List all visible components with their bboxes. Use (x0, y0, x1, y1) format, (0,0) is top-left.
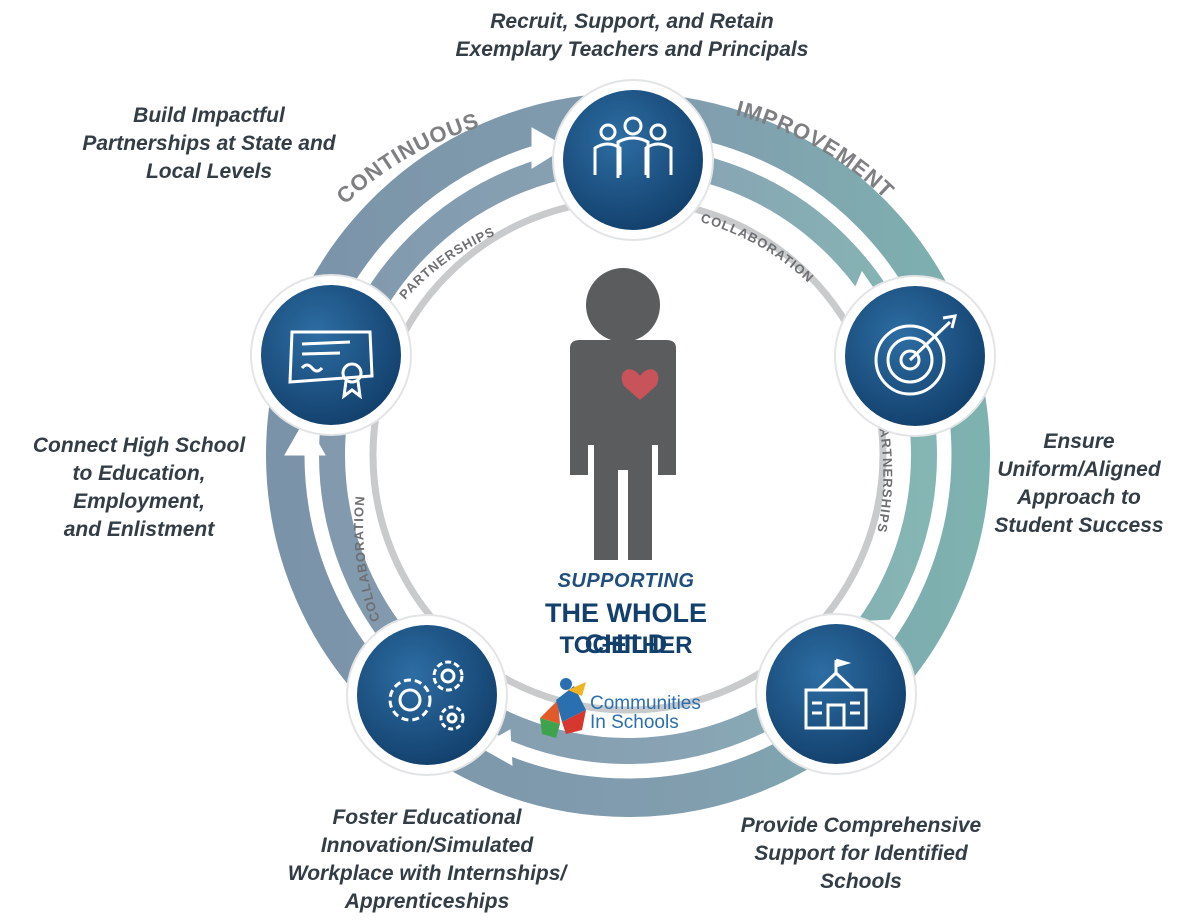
label-target: Ensure Uniform/Aligned Approach to Stude… (984, 428, 1174, 540)
label-partnerships: Build Impactful Partnerships at State an… (64, 102, 354, 186)
logo-text-line1: Communities (590, 693, 701, 714)
node-school (755, 613, 917, 775)
label-target-line: Approach to (1017, 486, 1141, 509)
heart-icon (621, 369, 659, 400)
gears-icon (388, 660, 465, 731)
certificate-icon (288, 330, 374, 400)
label-gears-line: Apprenticeships (344, 890, 510, 913)
label-school-line: Provide Comprehensive (740, 814, 982, 837)
label-teachers: Recruit, Support, and Retain Exemplary T… (432, 8, 832, 64)
node-teachers (552, 79, 714, 241)
label-certificate: Connect High School to Education, Employ… (14, 432, 264, 544)
arrow-head-top (531, 127, 567, 169)
label-target-line: Uniform/Aligned (997, 458, 1161, 481)
logo-text-line2: In Schools (590, 712, 679, 733)
label-partnerships-line: Build Impactful (133, 104, 285, 127)
label-gears-line: Workplace with Internships/ (287, 862, 567, 885)
label-certificate-line: Employment, (73, 490, 205, 513)
people-icon (593, 116, 673, 178)
label-partnerships-line: Partnerships at State and (82, 132, 336, 155)
person-figure (570, 268, 676, 560)
inner-label-partnerships-right: PARTNERSHIPS (874, 418, 895, 535)
label-teachers-line: Recruit, Support, and Retain (490, 10, 774, 33)
label-school: Provide Comprehensive Support for Identi… (716, 812, 1006, 896)
label-partnerships-line: Local Levels (145, 160, 273, 183)
communities-in-schools-logo-mark (540, 678, 586, 738)
label-teachers-line: Exemplary Teachers and Principals (455, 38, 809, 61)
label-certificate-line: to Education, (72, 462, 206, 485)
node-gears (346, 614, 508, 776)
label-target-line: Student Success (994, 514, 1164, 537)
label-gears-line: Foster Educational (332, 806, 522, 829)
label-target-line: Ensure (1043, 430, 1115, 453)
arrow-head-left (284, 418, 326, 456)
center-title-line1: SUPPORTING (557, 570, 695, 592)
center-title-line3: TOGETHER (559, 632, 693, 659)
label-gears-line: Innovation/Simulated (320, 834, 534, 857)
center-title-line2: THE WHOLE CHILD (545, 598, 707, 659)
label-certificate-line: Connect High School (32, 434, 246, 457)
target-arrow-icon (874, 314, 958, 396)
label-certificate-line: and Enlistment (63, 518, 215, 541)
node-certificate (250, 274, 412, 436)
school-building-icon (804, 658, 868, 730)
label-school-line: Schools (820, 870, 902, 893)
label-gears: Foster Educational Innovation/Simulated … (262, 804, 592, 916)
label-school-line: Support for Identified (754, 842, 968, 865)
node-target (834, 275, 996, 437)
